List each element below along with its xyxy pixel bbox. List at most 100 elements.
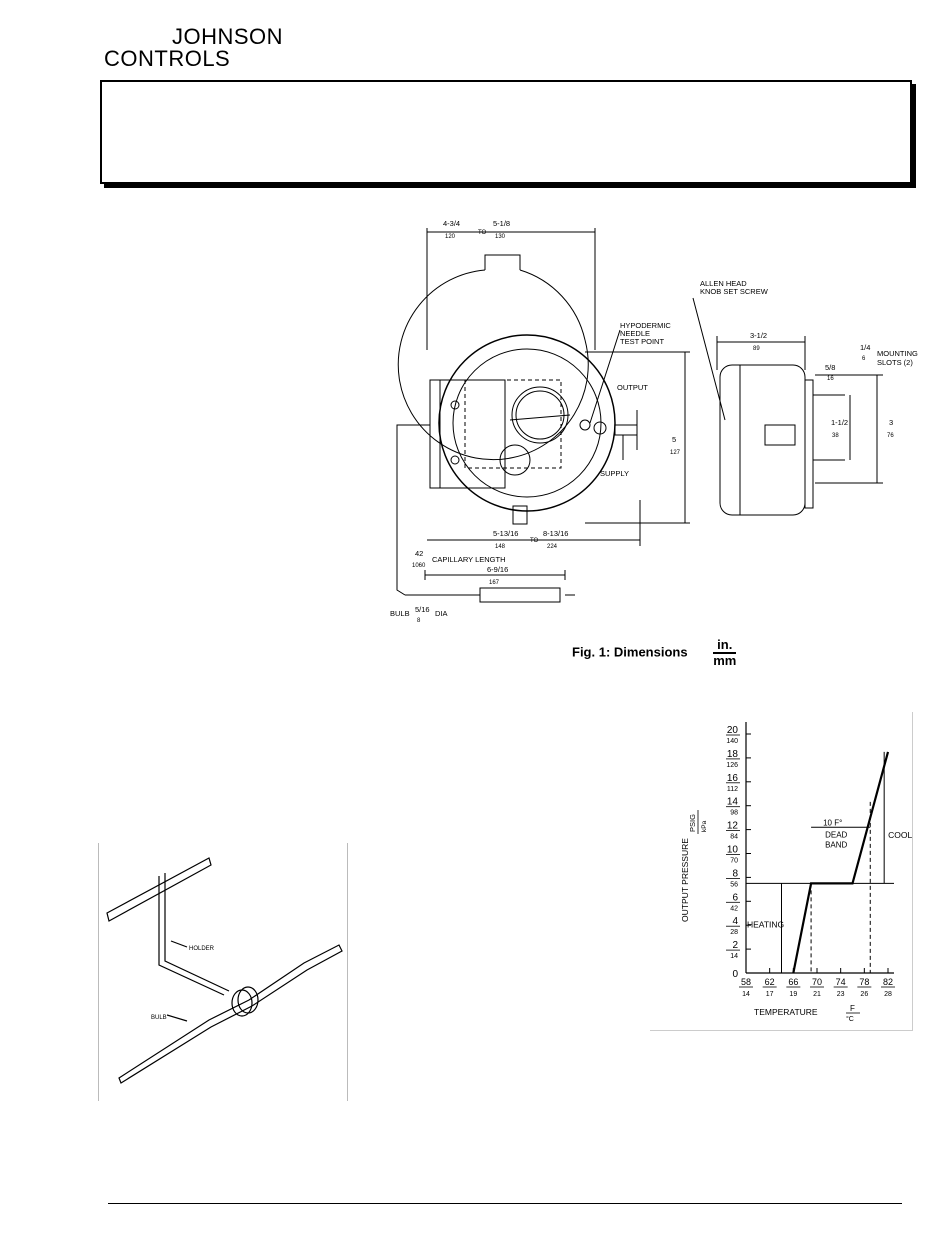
x-tick-label-c: 17: [766, 991, 774, 998]
deadband-label-line3: BAND: [825, 841, 847, 850]
logo-line-1: JOHNSON: [172, 24, 284, 49]
johnson-controls-logo: JOHNSON CONTROLS: [104, 22, 304, 72]
fig1-slot-mm: 16: [827, 376, 834, 382]
figure-1-unit: in. mm: [713, 638, 737, 668]
x-tick-label-f: 66: [788, 977, 798, 987]
fig1-capillary-label: CAPILLARY LENGTH: [432, 555, 506, 564]
fig1-output-label: OUTPUT: [617, 383, 648, 392]
x-tick-label-f: 62: [765, 977, 775, 987]
x-tick-label-c: 14: [742, 991, 750, 998]
y-tick-label-kpa: 14: [730, 953, 738, 960]
fig1-to-width-mm: 130: [495, 234, 506, 240]
y-tick-label-psig: 4: [732, 916, 738, 927]
title-box: [100, 80, 912, 184]
fig1-mount-slot-mm: 6: [862, 356, 866, 362]
y-tick-label-kpa: 112: [727, 786, 738, 793]
fig1-base-width: 5-13/16: [493, 529, 518, 538]
fig1-bulb-length-mm: 167: [489, 580, 500, 586]
fig1-spacing-mm: 38: [832, 433, 839, 439]
y-tick-label-psig: 18: [727, 749, 739, 760]
cooling-label: COOLING: [888, 830, 912, 840]
x-tick-label-c: 21: [813, 991, 821, 998]
y-tick-label-psig: 14: [727, 797, 739, 808]
fig1-supply-label: SUPPLY: [600, 469, 629, 478]
y-tick-label-kpa: 98: [730, 810, 738, 817]
fig1-overall-width-mm: 120: [445, 234, 456, 240]
fig1-base-to-width: 8-13/16: [543, 529, 568, 538]
y-tick-label-kpa: 56: [730, 881, 738, 888]
y-tick-label-psig: 2: [732, 940, 738, 951]
y-tick-label-kpa: 140: [726, 738, 738, 745]
y-tick-label-kpa: 42: [730, 905, 738, 912]
fig1-mounting-line1: MOUNTING: [877, 349, 918, 358]
fig1-height: 5: [672, 435, 676, 444]
x-tick-label-f: 58: [741, 977, 751, 987]
figure-1-dimensions-drawing: 4-3/4 120 TO 5-1/8 130 HYPODERMIC NEEDLE…: [390, 219, 918, 624]
fig1-mounting-line2: SLOTS (2): [877, 358, 913, 367]
footer-rule: [108, 1203, 902, 1204]
fig1-allen-head-line1: ALLEN HEAD: [700, 279, 747, 288]
fig1-to: TO: [478, 230, 487, 236]
output-pressure-chart-svg: 0214428642856107012841498161121812620140…: [680, 722, 927, 1023]
x-tick-label-c: 26: [860, 991, 868, 998]
x-tick-label-f: 70: [812, 977, 822, 987]
logo-line-2: CONTROLS: [104, 46, 231, 71]
deadband-label-line1: 10 F°: [823, 819, 842, 828]
x-tick-label-f: 78: [859, 977, 869, 987]
fig1-dia-label: DIA: [435, 609, 448, 618]
unit-top: in.: [713, 638, 737, 654]
figure-2-bulb-holder-drawing: HOLDER BULB: [98, 843, 348, 1101]
fig2-holder-label: HOLDER: [189, 946, 215, 952]
fig1-bulb-length: 6-9/16: [487, 565, 508, 574]
y-tick-label-psig: 10: [727, 845, 739, 856]
unit-bottom: mm: [713, 653, 737, 668]
y-tick-label-kpa: 28: [730, 929, 738, 936]
y-axis-unit-top: PSIG: [688, 814, 697, 832]
fig1-test-point-line1: HYPODERMIC: [620, 321, 671, 330]
fig1-to-width: 5-1/8: [493, 219, 510, 228]
y-tick-label-psig: 16: [727, 773, 739, 784]
y-tick-label-kpa: 70: [730, 858, 738, 865]
fig1-allen-head-line2: KNOB SET SCREW: [700, 287, 769, 296]
output-pressure-line: [792, 751, 890, 974]
x-tick-label-f: 82: [883, 977, 893, 987]
y-tick-label-psig: 6: [732, 892, 738, 903]
figure-1-caption-text: Fig. 1: Dimensions: [572, 644, 688, 660]
fig1-mount-slot: 1/4: [860, 343, 870, 352]
fig1-side-height-mm: 76: [887, 433, 894, 439]
heating-label: HEATING: [747, 920, 784, 930]
fig1-base-to-width-mm: 224: [547, 544, 558, 550]
fig1-overall-width: 4-3/4: [443, 219, 460, 228]
y-tick-label-psig: 8: [732, 868, 738, 879]
fig2-bulb-label: BULB: [151, 1015, 167, 1021]
x-tick-label-f: 74: [836, 977, 846, 987]
fig1-test-point-line3: TEST POINT: [620, 337, 664, 346]
y-tick-label-psig: 0: [732, 969, 738, 980]
fig1-test-point-line2: NEEDLE: [620, 329, 650, 338]
fig1-capillary: 42: [415, 549, 423, 558]
fig1-side-height: 3: [889, 418, 893, 427]
y-axis-unit-bottom: kPa: [701, 820, 708, 832]
fig1-depth: 3-1/2: [750, 331, 767, 340]
fig1-slot: 5/8: [825, 363, 835, 372]
fig1-base-to: TO: [530, 538, 539, 544]
x-axis-label: TEMPERATURE: [754, 1007, 818, 1017]
y-tick-label-psig: 20: [727, 725, 739, 736]
x-tick-label-c: 19: [789, 991, 797, 998]
fig1-height-mm: 127: [670, 450, 681, 456]
x-tick-label-c: 28: [884, 991, 892, 998]
fig1-bulb-label: BULB: [390, 609, 410, 618]
y-tick-label-psig: 12: [727, 821, 739, 832]
x-axis-unit-bottom: °C: [846, 1015, 854, 1023]
x-axis-unit-top: F: [850, 1004, 855, 1013]
fig1-depth-mm: 89: [753, 346, 760, 352]
deadband-label-line2: DEAD: [825, 831, 847, 840]
fig1-base-width-mm: 148: [495, 544, 506, 550]
y-axis-label: OUTPUT PRESSURE: [680, 838, 690, 922]
fig1-bulb-dia: 5/16: [415, 605, 430, 614]
fig1-bulb-dia-mm: 8: [417, 618, 421, 624]
y-tick-label-kpa: 126: [726, 762, 738, 769]
x-tick-label-c: 23: [837, 991, 845, 998]
fig1-spacing: 1-1/2: [831, 418, 848, 427]
